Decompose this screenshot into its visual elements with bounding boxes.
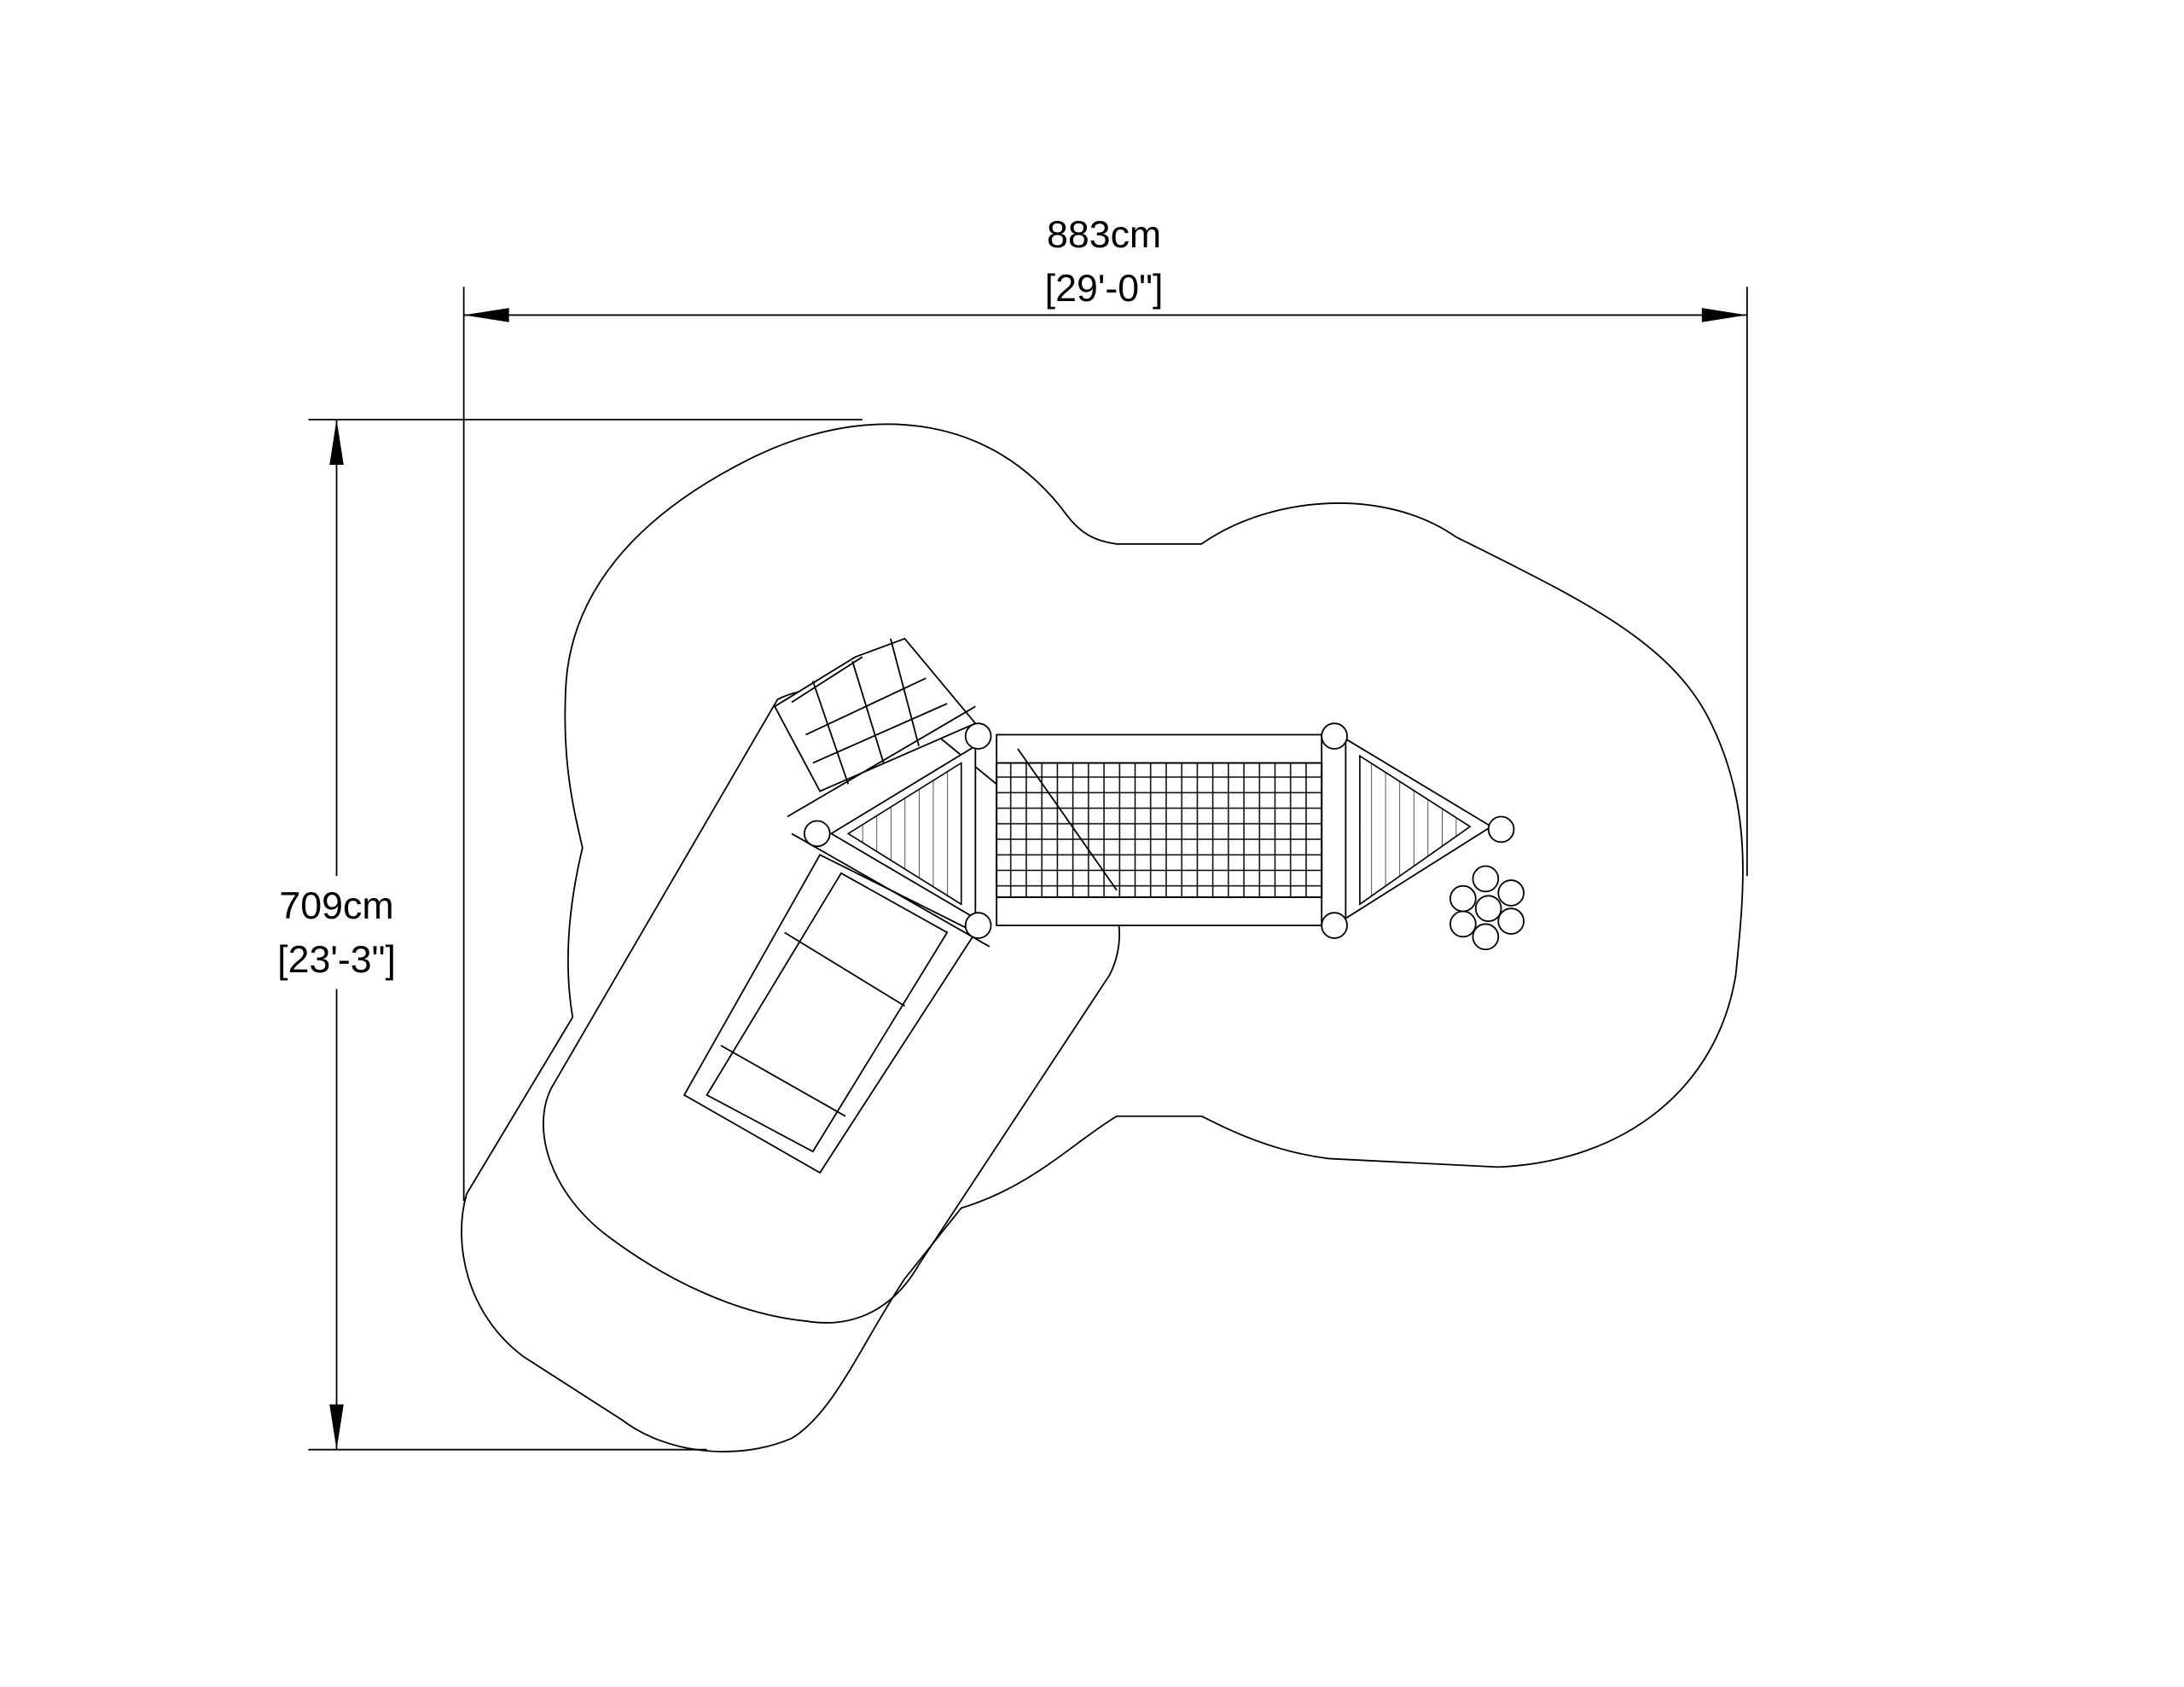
bridge-net (996, 762, 1323, 898)
height-dimension: 709cm [23'-3"] (277, 419, 863, 1451)
climbing-net (773, 637, 977, 792)
width-imperial: [29'-0"] (1045, 268, 1164, 310)
arrow-up-icon (329, 420, 344, 466)
arrow-left-icon (463, 308, 509, 322)
slide (682, 705, 990, 1174)
bridge-diagonal (1017, 748, 1118, 891)
width-metric: 883cm (1047, 214, 1161, 256)
stepping-stumps (1449, 865, 1525, 951)
width-dimension: 883cm [29'-0"] (462, 214, 1748, 1202)
deck-left-slats (846, 762, 962, 906)
safety-zone (461, 423, 1744, 1452)
safety-zone-outer (461, 423, 1744, 1452)
post (964, 912, 992, 939)
post (1321, 722, 1348, 750)
play-structure (682, 637, 1525, 1174)
post (964, 722, 992, 750)
height-metric: 709cm (279, 885, 393, 927)
post (1321, 912, 1348, 939)
arrow-down-icon (329, 1404, 344, 1450)
posts (803, 722, 1515, 939)
deck-right-slats (1359, 754, 1472, 906)
post (803, 820, 831, 848)
height-imperial: [23'-3"] (277, 939, 396, 981)
arrow-right-icon (1701, 308, 1747, 322)
post (1487, 815, 1515, 844)
